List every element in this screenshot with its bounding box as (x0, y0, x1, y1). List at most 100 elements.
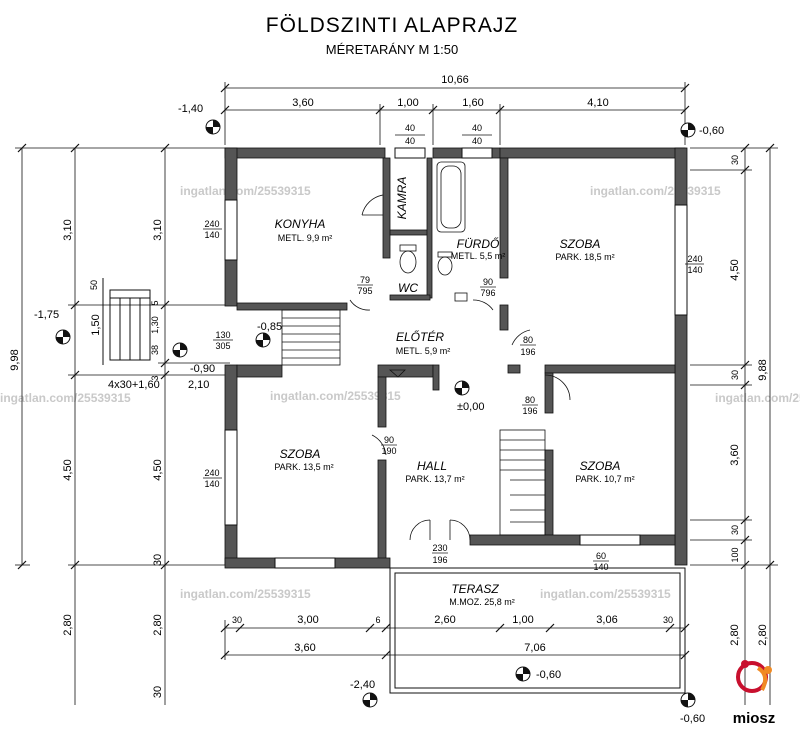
dim-right-4: 3,60 (729, 444, 741, 465)
win-se-h: 140 (593, 562, 608, 572)
dim-right-2: 4,50 (729, 259, 741, 280)
plan-scale: MÉRETARÁNY M 1:50 (326, 42, 458, 57)
level-marker (172, 342, 188, 358)
door-wc-w: 79 (360, 275, 370, 285)
dim-right-total: 9,88 (757, 359, 769, 380)
dim-bot-4: 2,60 (434, 614, 455, 626)
level-marker (680, 122, 696, 138)
stair-dim-1: 50 (89, 280, 99, 290)
level-minus085: -0,85 (257, 321, 282, 333)
dim-left-inner-3: 30 (152, 554, 164, 566)
dim-left-inner-1: 3,10 (152, 219, 164, 240)
door-furdo-h: 796 (480, 288, 495, 298)
dim-bot2-1: 3,60 (294, 642, 315, 654)
dim-left-inner-4: 2,80 (152, 614, 164, 635)
terrace (389, 567, 686, 694)
win-se-w: 60 (596, 551, 606, 561)
dim-top-3: 1,60 (462, 97, 483, 109)
logo-text: miosz (733, 710, 776, 727)
top-dim-ticks (220, 83, 690, 115)
bottom-dim-ticks (220, 623, 690, 660)
inner-stair (281, 309, 546, 536)
watermark: ingatlan.com/25539315 (270, 389, 401, 403)
room-area: PARK. 18,5 m² (555, 252, 614, 262)
level-zero: ±0,00 (457, 401, 484, 413)
level-minus060-ne: -0,60 (699, 125, 724, 137)
room-area: METL. 5,5 m² (451, 251, 506, 261)
level-marker (55, 329, 71, 345)
dim-left-total: 9,98 (9, 349, 21, 370)
room-area: PARK. 13,7 m² (405, 474, 464, 484)
door-front-h: 305 (215, 341, 230, 351)
room-area: PARK. 10,7 m² (575, 474, 634, 484)
dim-top-4: 4,10 (587, 97, 608, 109)
level-marker (515, 666, 531, 682)
level-minus140: -1,40 (178, 103, 203, 115)
watermark: ingatlan.com/25539315 (590, 184, 721, 198)
room-name: SZOBA (580, 459, 621, 473)
room-eloter: ELŐTÉR METL. 5,9 m² (396, 329, 451, 356)
right-dim-ticks (740, 143, 775, 570)
room-name: SZOBA (280, 447, 321, 461)
szoba-ne-win-h: 140 (687, 265, 702, 275)
door-front-w: 130 (215, 330, 230, 340)
door-szoba-ne-h: 196 (520, 347, 535, 357)
dim-left-inner-2: 4,50 (152, 459, 164, 480)
dim-top-1: 3,60 (292, 97, 313, 109)
door-szoba-se-h: 196 (522, 406, 537, 416)
watermark: ingatlan.com/25539315 (540, 587, 671, 601)
room-name: TERASZ (451, 582, 499, 596)
dim-bot-3: 6 (375, 615, 380, 625)
stair-dim-3: 5 (150, 300, 160, 305)
room-wc: WC (398, 281, 418, 295)
room-name: ELŐTÉR (396, 329, 444, 344)
dim-bot-7: 30 (663, 615, 673, 625)
room-area: PARK. 13,5 m² (274, 462, 333, 472)
stair-note: 4x30+1,60 (108, 379, 160, 391)
dim-right-6: 100 (730, 547, 740, 562)
door-terrace-h: 196 (432, 555, 447, 565)
room-name: SZOBA (560, 237, 601, 251)
room-hall: HALL PARK. 13,7 m² (405, 459, 464, 484)
room-furdo: FÜRDŐ METL. 5,5 m² (451, 236, 506, 261)
level-marker (255, 332, 271, 348)
room-area: METL. 5,9 m² (396, 346, 451, 356)
external-stair (102, 278, 151, 365)
dim-bot2-2: 7,06 (524, 642, 545, 654)
room-konyha: KONYHA METL. 9,9 m² (275, 217, 333, 243)
bath-fixtures (399, 161, 468, 302)
dim-top-2: 1,00 (397, 97, 418, 109)
opening-fraction-lines (203, 228, 704, 562)
level-minus060-se: -0,60 (680, 713, 705, 725)
stair-dim-5: 38 (150, 345, 160, 355)
room-name: FÜRDŐ (457, 236, 500, 251)
szoba-ne-win-w: 240 (687, 254, 702, 264)
szoba-w-win-w: 240 (204, 468, 219, 478)
dim-right-7: 2,80 (729, 624, 741, 645)
door-szoba-ne-w: 80 (523, 335, 533, 345)
konyha-win-h: 140 (204, 230, 219, 240)
stair-extra: 2,10 (188, 379, 209, 391)
level-minus060-terrace: -0,60 (536, 669, 561, 681)
room-area: M.MOZ. 25,8 m² (449, 597, 515, 607)
dim-right-5: 30 (730, 525, 740, 535)
watermark: ingatlan.com/25539315 (180, 184, 311, 198)
top-dimension-lines (224, 82, 686, 145)
dim-left-1: 3,10 (62, 219, 74, 240)
dim-right-bottom: 2,80 (757, 624, 769, 645)
stair-dim-2: 1,50 (90, 314, 102, 335)
watermark: ingatlan.com/25539315 (0, 391, 131, 405)
door-szoba-se-w: 80 (525, 395, 535, 405)
room-name: HALL (417, 459, 447, 473)
room-area: METL. 9,9 m² (278, 233, 333, 243)
win-top1-h: 40 (405, 136, 415, 146)
room-szoba-se: SZOBA PARK. 10,7 m² (575, 459, 634, 484)
dim-bot-2: 3,00 (297, 614, 318, 626)
stair-dim-6: 3 (150, 375, 160, 380)
level-minus175: -1,75 (34, 309, 59, 321)
left-dimension-lines (15, 147, 230, 705)
level-marker (205, 119, 221, 135)
windows (224, 147, 688, 569)
win-top2-h: 40 (472, 136, 482, 146)
